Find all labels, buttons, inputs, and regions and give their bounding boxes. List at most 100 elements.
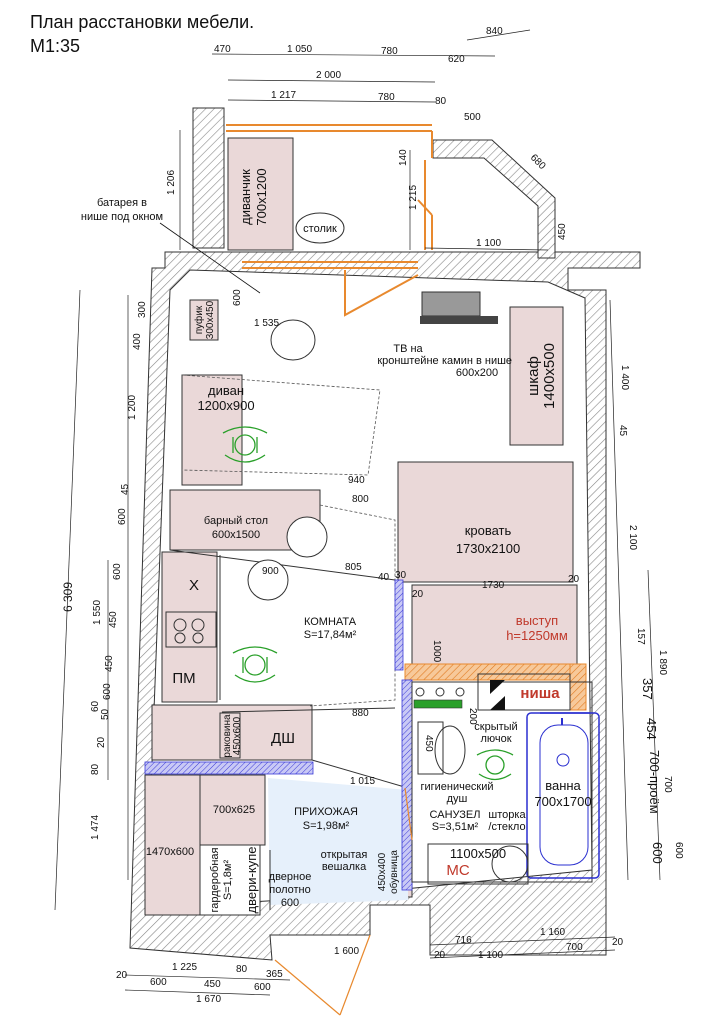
text-dims-top-d1215: 1 215 [408,185,419,210]
label-wm: 1100х500 [450,846,506,861]
label-hall: ПРИХОЖАЯ [294,806,358,818]
toilet [434,725,466,775]
small-sofa [227,137,294,251]
round-seat [270,319,316,361]
hall-fill [268,778,408,905]
text-dims-right-d600r: 600 [650,842,665,864]
balcony-glazing [226,124,433,317]
text-dims-left-d45: 45 [120,483,131,495]
label-wardrobe-size: 1400х500 [541,343,558,409]
label-hatch: скрытый [474,721,517,733]
text-dims-inner-d30: 30 [395,570,407,581]
label-door-leaf-3: 600 [281,897,299,909]
label-fireplace-size: 600х200 [456,367,498,379]
partition-hall [144,761,314,775]
bathroom [411,681,600,885]
text-dims-bottom-d700b: 700 [566,942,583,953]
label-shower: гигиенический [420,781,493,793]
text-dims-left-d80: 80 [90,763,101,775]
text-dims-top-d1050: 1 050 [287,44,312,55]
text-dims-inner-d805: 805 [345,562,362,573]
text-dims-bottom-d80b: 80 [236,964,248,975]
text-dims-bottom-d1225: 1 225 [172,962,197,973]
label-tv-2: кронштейне [377,355,438,367]
label-hatch-2: лючок [480,733,511,745]
niche-box [477,673,571,711]
label-cab-1470: 1470х600 [146,846,194,858]
label-bar: барный стол [204,515,268,527]
dimension-texts-inner: 940 800 900 805 40 30 1730 20 20 1000 20… [262,475,580,787]
sink [219,712,241,759]
label-bed: кровать [465,523,512,538]
text-dims-top-d600a: 600 [232,289,243,306]
pouf [189,299,219,341]
text-dims-left-d450: 450 [108,611,119,628]
text-dims-right-d1890: 1 890 [657,650,668,675]
label-coupe: двери-купе [244,847,259,914]
label-shoe-size: 450х400 [377,852,388,891]
label-curtain-2: /стекло [488,821,525,833]
text-dims-top-d2000: 2 000 [316,70,341,81]
label-dw: ДШ [271,730,295,747]
label-sink: раковина [222,714,233,758]
label-sofa-size: 1200х900 [197,398,254,413]
text-dims-left-d600: 600 [117,508,128,525]
text-dims-inner-d20b: 20 [568,574,580,585]
text-dims-bottom-d600d: 600 [150,977,167,988]
text-dims-inner-d800: 800 [352,494,369,505]
text-dims-bottom-d1600: 1 600 [334,946,359,957]
label-bathroom-area: S=3,51м² [432,821,479,833]
text-dims-left-d50: 50 [100,708,111,720]
text-dims-right-d45r: 45 [617,425,628,437]
text-dims-top-d1100a: 1 100 [476,238,501,249]
label-dressing: гардеробная [209,847,221,912]
text-dims-bottom-d600e: 600 [254,982,271,993]
text-dims-left-d60: 60 [90,700,101,712]
label-tv: ТВ на [393,343,423,355]
text-dims-left-d600b: 600 [112,563,123,580]
text-dims-top-d140: 140 [398,149,409,166]
dimension-lines [54,29,661,996]
text-dims-left-d1474: 1 474 [90,815,101,840]
text-dims-top-d680: 680 [528,152,548,172]
text-dims-right-d454: 454 [644,718,659,740]
text-dims-top-d780b: 780 [378,92,395,103]
text-dims-top-d780a: 780 [381,46,398,57]
label-sofa: диван [208,383,244,398]
text-dims-inner-d900: 900 [262,566,279,577]
label-bed-size: 1730х2100 [456,541,520,556]
label-mc: МС [446,862,469,879]
label-ledge-h: h=1250мм [506,628,568,643]
text-dims-left-d300: 300 [137,301,148,318]
label-hanger-2: вешалка [322,861,367,873]
text-dims-inner-d40: 40 [378,572,390,583]
label-hanger: открытая [321,849,368,861]
cabinet-1470 [144,774,201,916]
text-dims-left-d600c: 600 [102,683,113,700]
text-dims-inner-d1015: 1 015 [350,776,375,787]
label-pouf-size: 300х450 [205,300,216,339]
small-table [295,212,345,244]
text-dims-left-d450b: 450 [104,655,115,672]
text-dims-right-d357: 357 [640,678,655,700]
label-x: Х [189,577,199,594]
text-dims-bottom-d20d: 20 [612,937,624,948]
bar-stool-2 [247,559,289,601]
text-dims-left-d20: 20 [96,736,107,748]
dimension-texts-bottom: 716 1 160 20 1 100 700 20 1 225 80 365 2… [116,927,624,1005]
person-figures [222,426,514,781]
text-dims-top-d1217: 1 217 [271,90,296,101]
text-dims-bottom-d450c: 450 [204,979,221,990]
text-dims-inner-d20a: 20 [412,589,424,600]
stove [165,611,217,648]
text-dims-bottom-d1100: 1 100 [478,950,503,961]
ledge-top [404,663,586,681]
label-radiator-2: нише под окном [81,211,163,223]
text-dims-right-d1400: 1 400 [619,365,630,390]
text-dims-inner-d200: 200 [467,708,478,725]
text-dims-left-d1550: 1 550 [92,600,103,625]
text-dims-right-d157: 157 [635,628,646,645]
sofa [181,374,243,486]
label-door-leaf: дверное [269,871,312,883]
